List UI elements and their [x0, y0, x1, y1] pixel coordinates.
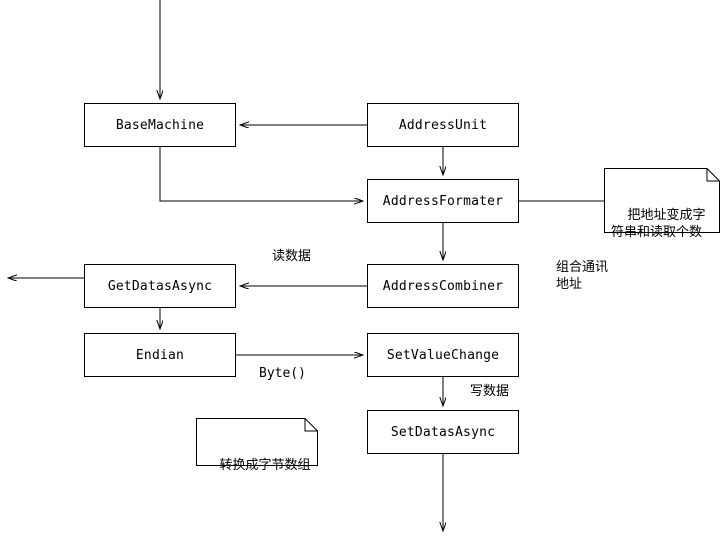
node-label: AddressCombiner	[382, 278, 504, 294]
node-label: AddressFormater	[382, 193, 504, 209]
edge-label-read-data: 读数据	[272, 249, 312, 264]
edge-label-byte: Byte()	[259, 366, 306, 381]
node-endian[interactable]: Endian	[84, 333, 236, 377]
node-label: GetDatasAsync	[107, 278, 213, 294]
note-byte-array[interactable]: 转换成字节数组	[196, 418, 318, 473]
note-shape-icon	[604, 168, 720, 233]
node-get-datas-async[interactable]: GetDatasAsync	[84, 264, 236, 308]
node-base-machine[interactable]: BaseMachine	[84, 103, 236, 147]
node-address-formater[interactable]: AddressFormater	[367, 179, 519, 223]
edge-label-combine-address: 组合通讯 地址	[556, 260, 609, 292]
note-shape-icon	[196, 418, 318, 466]
node-label: Endian	[135, 347, 185, 363]
node-set-datas-async[interactable]: SetDatasAsync	[367, 410, 519, 454]
node-label: SetValueChange	[386, 347, 500, 363]
note-text: 把地址变成字符串和读取个数	[611, 208, 706, 240]
node-address-combiner[interactable]: AddressCombiner	[367, 264, 519, 308]
node-address-unit[interactable]: AddressUnit	[367, 103, 519, 147]
node-label: SetDatasAsync	[390, 424, 496, 440]
note-text: 转换成字节数组	[219, 458, 311, 473]
note-address-string[interactable]: 把地址变成字符串和读取个数	[604, 168, 720, 240]
edge-label-write-data: 写数据	[470, 384, 510, 399]
edge-basemachine-to-addressformater	[159, 147, 363, 201]
node-label: BaseMachine	[115, 117, 205, 133]
node-label: AddressUnit	[398, 117, 488, 133]
node-set-value-change[interactable]: SetValueChange	[367, 333, 519, 377]
